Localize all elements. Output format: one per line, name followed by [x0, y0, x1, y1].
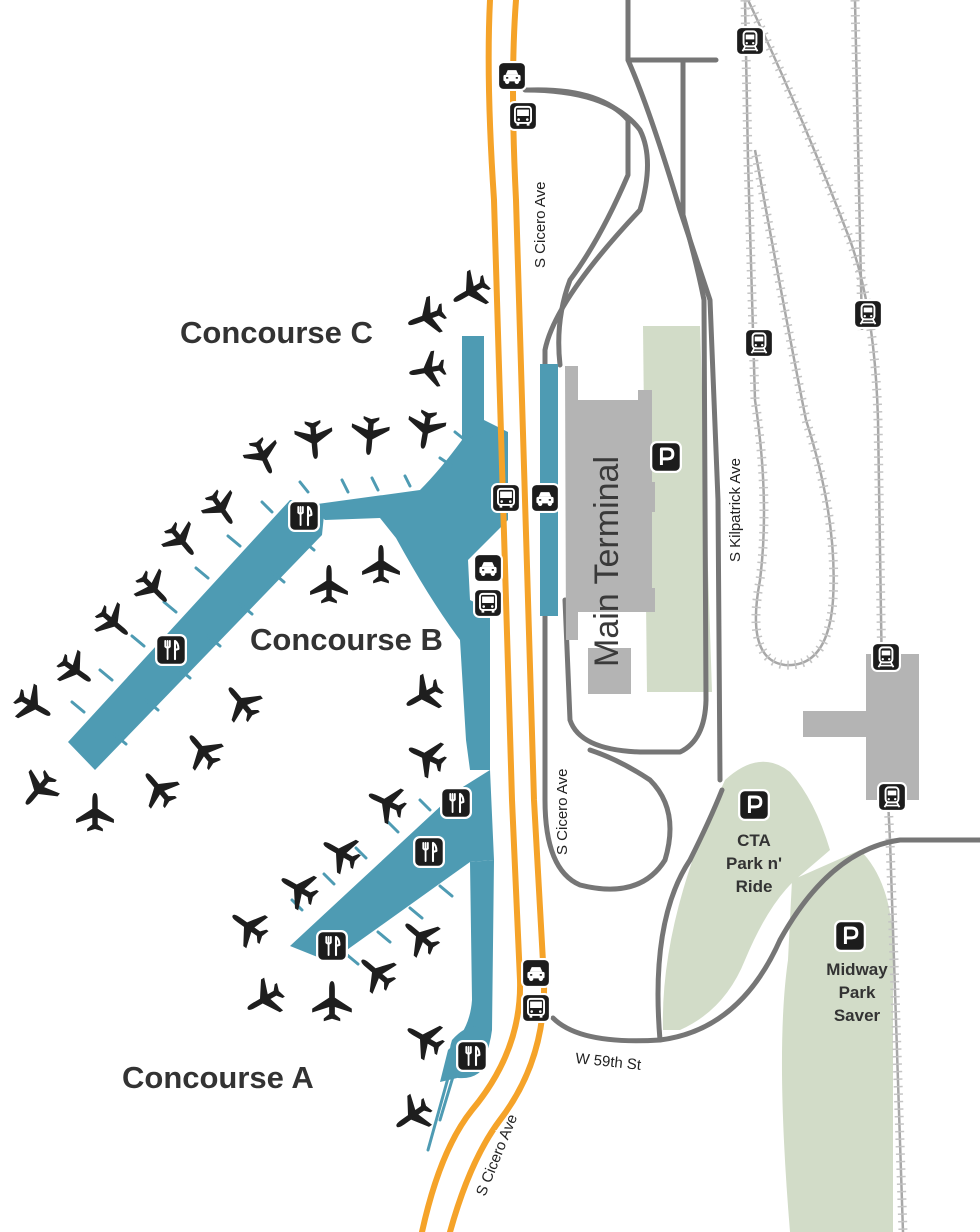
- road-cta-ramp: [655, 787, 725, 1043]
- concourse-labels: Concourse C Concourse B Concourse A: [119, 312, 446, 1098]
- airplanes: [7, 265, 497, 1142]
- rail-lines: [740, 0, 908, 1232]
- train-icon[interactable]: [735, 26, 765, 56]
- terminal-garage-area: [643, 326, 712, 692]
- airplane-icon: [403, 407, 448, 452]
- airplane-icon: [239, 432, 288, 481]
- road-terminal-loop: [522, 87, 673, 892]
- restaurant-icon[interactable]: [440, 787, 472, 819]
- airplane-icon: [221, 900, 275, 954]
- airplane-icon: [312, 981, 352, 1022]
- airplane-icon: [272, 862, 325, 915]
- jet-bridges: [70, 430, 467, 1152]
- restaurant-icon[interactable]: [155, 634, 187, 666]
- restaurant-icon[interactable]: [288, 500, 320, 532]
- restaurant-icon[interactable]: [413, 836, 445, 868]
- rail-line-west: [743, 0, 835, 667]
- parking-icon[interactable]: [738, 789, 770, 821]
- airplane-icon: [214, 675, 269, 730]
- road-label-s-cicero-mid: S Cicero Ave: [554, 769, 571, 855]
- taxi-icon[interactable]: [497, 61, 527, 91]
- concourses: [68, 336, 508, 1082]
- concourse-b-hub: [310, 428, 508, 770]
- airplane-icon: [349, 415, 391, 457]
- train-icon[interactable]: [871, 642, 901, 672]
- airplane-icon: [175, 723, 230, 778]
- airplane-icon: [398, 1012, 451, 1065]
- bus-icon[interactable]: [491, 483, 521, 513]
- airplane-icon: [310, 565, 348, 604]
- airplane-icon: [400, 731, 452, 782]
- airplane-icon: [131, 761, 186, 816]
- cta-park-label-line1: CTA: [737, 831, 771, 850]
- bus-icon[interactable]: [473, 588, 503, 618]
- road-label-s-cicero-north: S Cicero Ave: [532, 182, 549, 268]
- airplane-icon: [88, 596, 140, 649]
- restaurant-icon[interactable]: [456, 1040, 488, 1072]
- midway-park-saver-label-line1: Midway: [826, 960, 888, 979]
- cta-park-label-line3: Ride: [736, 877, 773, 896]
- airplane-icon: [293, 419, 335, 461]
- midway-park-saver-label-line3: Saver: [834, 1006, 881, 1025]
- cta-park-label-line2: Park n': [726, 854, 782, 873]
- airplane-icon: [397, 669, 450, 722]
- airplane-icon: [362, 545, 400, 584]
- road-w-59th-st: [550, 837, 980, 1044]
- airplane-icon: [401, 292, 451, 342]
- airplane-icon: [196, 483, 247, 534]
- restaurant-icon[interactable]: [316, 930, 348, 962]
- midway-park-saver-label-line2: Park: [839, 983, 876, 1002]
- concourse-a-arm: [290, 770, 494, 962]
- road-label-s-kilpatrick-ave: S Kilpatrick Ave: [727, 458, 744, 562]
- parking-icon[interactable]: [650, 441, 682, 473]
- main-terminal-label: Main Terminal: [588, 456, 626, 667]
- train-icon[interactable]: [877, 782, 907, 812]
- road-top-connector: [625, 0, 719, 63]
- rail-line-east: [746, 0, 905, 1232]
- airplane-icon: [7, 679, 60, 732]
- bus-icon[interactable]: [521, 993, 551, 1023]
- concourse-a-spine: [440, 860, 494, 1082]
- airplane-icon: [406, 349, 449, 392]
- taxi-icon[interactable]: [521, 958, 551, 988]
- train-icon[interactable]: [853, 299, 883, 329]
- parking-labels: CTA Park n' Ride Midway Park Saver: [726, 831, 888, 1025]
- airplane-icon: [11, 762, 66, 817]
- main-terminal-building: Main Terminal: [540, 364, 655, 694]
- airplane-icon: [349, 945, 404, 1000]
- road-label-w-59th-st: W 59th St: [575, 1050, 643, 1074]
- airplane-icon: [50, 645, 101, 696]
- local-roads: [522, 0, 980, 1044]
- taxi-icon[interactable]: [473, 553, 503, 583]
- airplane-icon: [444, 265, 497, 318]
- road-inner-loop: [562, 57, 709, 755]
- train-icon[interactable]: [744, 328, 774, 358]
- bus-icon[interactable]: [508, 101, 538, 131]
- parking-icon[interactable]: [834, 920, 866, 952]
- concourse-a-label: Concourse A: [122, 1060, 314, 1095]
- airplane-icon: [155, 515, 208, 567]
- road-kilpatrick-east: [625, 57, 723, 783]
- concourse-c-label: Concourse C: [180, 315, 373, 350]
- airplane-icon: [76, 793, 114, 832]
- concourse-b-label: Concourse B: [250, 622, 443, 657]
- airplane-icon: [360, 777, 412, 828]
- cta-station-building: [803, 654, 919, 800]
- taxi-icon[interactable]: [530, 483, 560, 513]
- concourse-b-west-arm: [68, 500, 325, 770]
- airplane-icon: [238, 973, 291, 1026]
